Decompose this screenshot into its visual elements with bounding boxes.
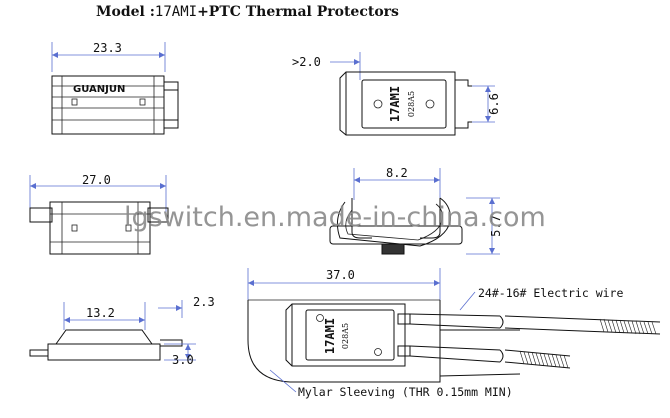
title-model: 17AMI <box>154 4 198 20</box>
view-middle-right: 8.2 5.7 <box>329 166 503 255</box>
view-bottom-right: 37.0 17AMI 028A5 <box>247 268 661 399</box>
dim-mid-width: 27.0 <box>82 173 111 187</box>
watermark-text: lgswitch.en.made-in-china.com <box>124 202 546 233</box>
view-middle-left: 27.0 <box>29 173 169 255</box>
brand-label: GUANJUN <box>73 84 125 95</box>
part-marking-top: 17AMI <box>388 86 402 122</box>
dim-bottom-left-tab: 2.3 <box>193 295 215 309</box>
dim-top-right-offset: >2.0 <box>292 55 321 69</box>
dim-bottom-left-width: 13.2 <box>86 306 115 320</box>
sleeving-annotation: Mylar Sleeving (THR 0.15mm MIN) <box>298 385 513 399</box>
view-bottom-left: 13.2 2.3 3.0 <box>29 295 215 367</box>
dim-top-width: 23.3 <box>93 41 122 55</box>
title-prefix: Model : <box>96 4 155 20</box>
view-top-right: >2.0 17AMI 028A5 6.6 <box>292 52 501 136</box>
part-marking-bottom: 17AMI <box>323 318 337 354</box>
dim-bottom-right-width: 37.0 <box>326 268 355 282</box>
wire-annotation: 24#-16# Electric wire <box>478 286 623 300</box>
title-suffix: +PTC Thermal Protectors <box>197 4 399 20</box>
view-top-left: 23.3 GUANJUN <box>51 41 179 135</box>
dim-bottom-left-height: 3.0 <box>172 353 194 367</box>
dim-top-right-height: 6.6 <box>487 93 501 115</box>
dim-mid-right-width: 8.2 <box>386 166 408 180</box>
part-code-top: 028A5 <box>407 91 416 117</box>
page-title: Model :17AMI+PTC Thermal Protectors <box>96 4 399 20</box>
dim-mid-right-height: 5.7 <box>489 215 503 237</box>
part-code-bottom: 028A5 <box>341 323 350 349</box>
